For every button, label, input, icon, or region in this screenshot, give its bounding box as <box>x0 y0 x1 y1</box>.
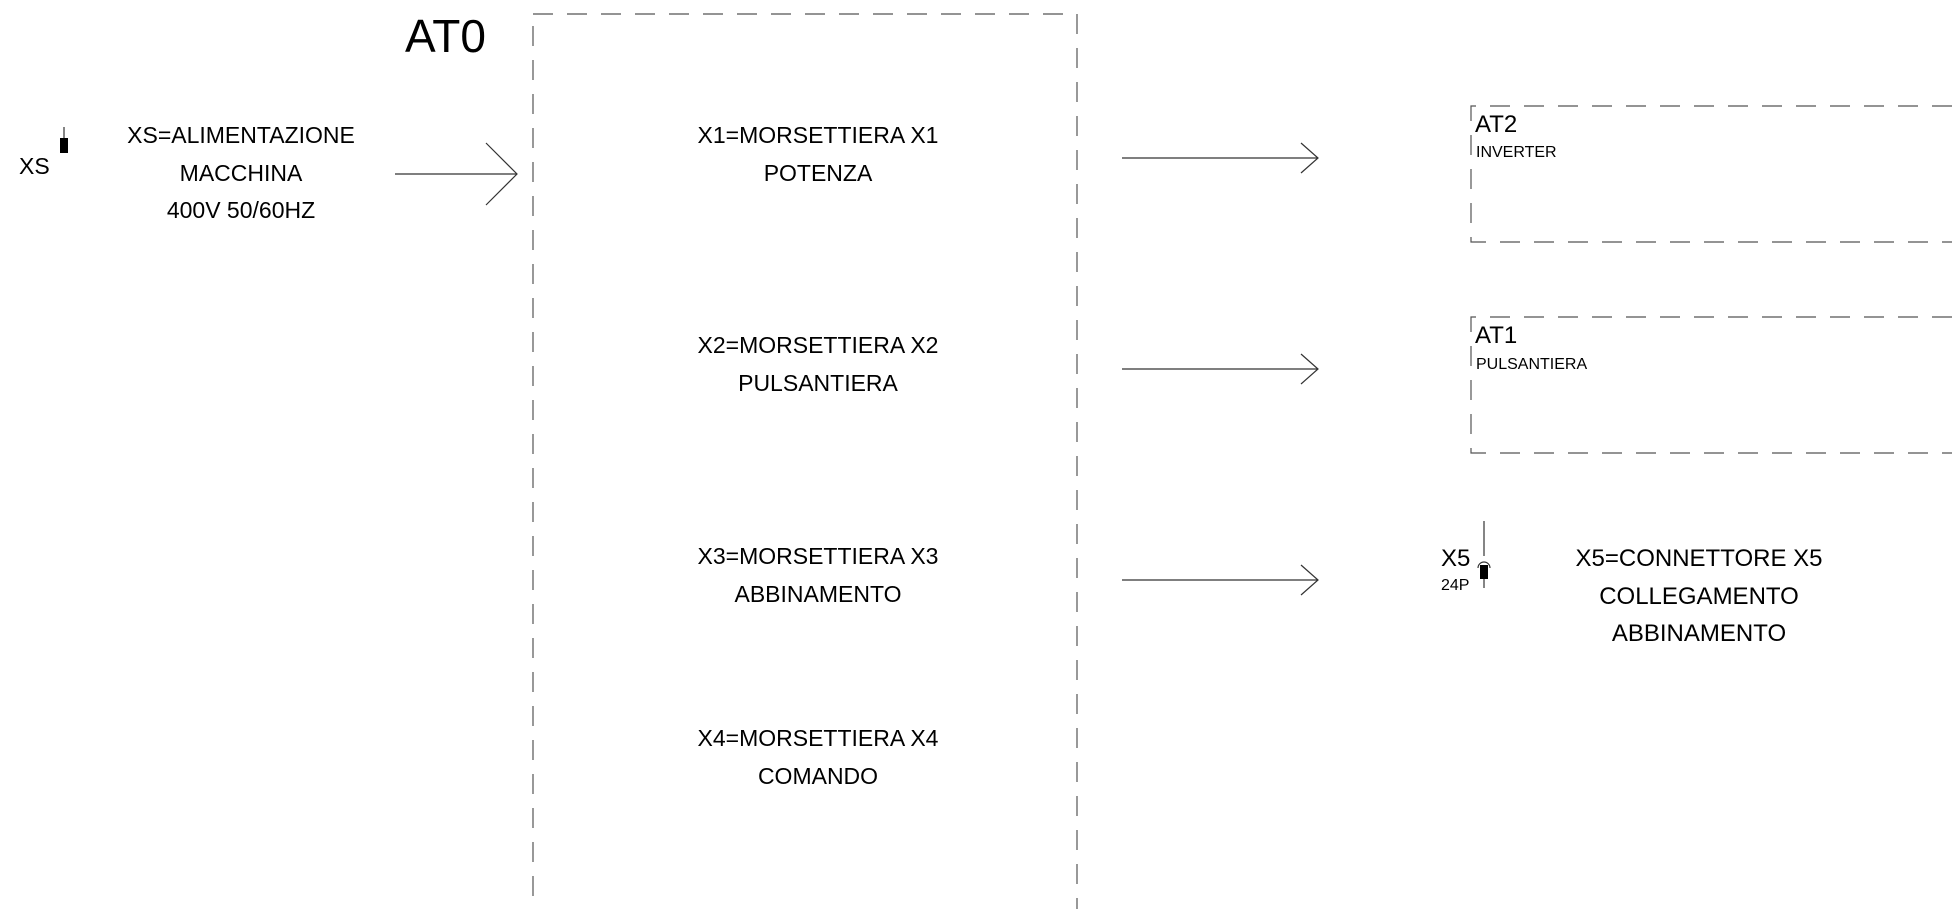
connector-name: X5=CONNETTORE X5 <box>1576 545 1823 572</box>
plug-icon <box>60 127 68 153</box>
supply-arrow <box>395 142 518 206</box>
box-at2-border <box>1470 105 1952 243</box>
arrow-to-at1 <box>1122 353 1319 385</box>
arrow-to-x5 <box>1122 564 1319 596</box>
box-at2-title: AT2 <box>1475 111 1517 138</box>
terminal-x4-description: COMANDO <box>758 763 878 789</box>
arrow-to-at2 <box>1122 142 1319 174</box>
box-at1-border <box>1470 316 1952 454</box>
terminal-x3-name: X3=MORSETTIERA X3 <box>698 543 939 569</box>
terminal-x2: X2=MORSETTIERA X2 PULSANTIERA <box>698 332 939 396</box>
connector-pins: 24P <box>1441 577 1469 594</box>
box-at2: AT2 INVERTER <box>1470 105 1952 243</box>
connector-line2: COLLEGAMENTO <box>1599 583 1799 610</box>
main-box-border <box>532 13 1078 909</box>
connector-tag: X5 <box>1441 545 1470 572</box>
terminal-x1: X1=MORSETTIERA X1 POTENZA <box>698 122 939 186</box>
box-at1: AT1 PULSANTIERA <box>1470 316 1952 454</box>
connector-socket-icon <box>1477 521 1491 588</box>
terminal-x2-description: PULSANTIERA <box>738 370 898 396</box>
box-at2-subtitle: INVERTER <box>1476 144 1557 161</box>
terminal-x4-name: X4=MORSETTIERA X4 <box>698 725 939 751</box>
connector-x5: X5 24P X5=CONNETTORE X5 COLLEGAMENTO ABB… <box>1441 521 1822 647</box>
box-at1-title: AT1 <box>1475 322 1517 349</box>
supply-name: XS=ALIMENTAZIONE <box>127 122 355 148</box>
terminal-x3-description: ABBINAMENTO <box>735 581 902 607</box>
terminal-x1-description: POTENZA <box>764 160 873 186</box>
supply-xs: XS XS=ALIMENTAZIONE MACCHINA 400V 50/60H… <box>19 122 518 223</box>
terminal-x4: X4=MORSETTIERA X4 COMANDO <box>698 725 939 789</box>
supply-tag: XS <box>19 153 50 179</box>
connector-line3: ABBINAMENTO <box>1612 620 1786 647</box>
main-box-title: AT0 <box>405 10 486 62</box>
terminal-x1-name: X1=MORSETTIERA X1 <box>698 122 939 148</box>
box-at1-subtitle: PULSANTIERA <box>1476 356 1587 373</box>
supply-voltage: 400V 50/60HZ <box>167 197 315 223</box>
supply-line2: MACCHINA <box>180 160 303 186</box>
main-box-at0: AT0 X1=MORSETTIERA X1 POTENZA X2=MORSETT… <box>405 10 1078 909</box>
terminal-x3: X3=MORSETTIERA X3 ABBINAMENTO <box>698 543 939 607</box>
terminal-x2-name: X2=MORSETTIERA X2 <box>698 332 939 358</box>
